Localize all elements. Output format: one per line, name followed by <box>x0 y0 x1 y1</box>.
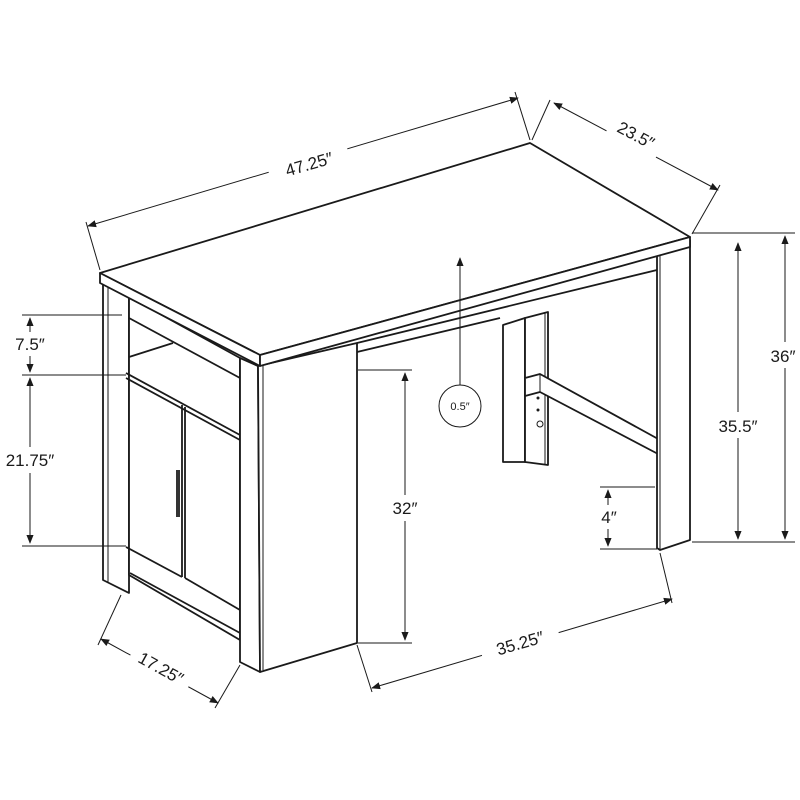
right-front-leg <box>656 239 691 551</box>
rear-legs <box>502 311 549 466</box>
door-height-label: 21.75″ <box>6 451 55 470</box>
dim-heights-left: 7.5″ 21.75″ <box>0 314 126 547</box>
dim-width: 47.25″ <box>85 91 531 271</box>
dim-knee-width: 35.25″ <box>356 552 673 693</box>
shelf-opening-label: 7.5″ <box>15 335 45 354</box>
door-handle <box>176 470 180 517</box>
dim-heights-right: 36″ 35.5″ <box>692 232 800 543</box>
total-height-label: 36″ <box>771 347 796 366</box>
dim-stretcher: 4″ <box>594 486 657 550</box>
table-top <box>99 142 691 367</box>
knee-height-label: 32″ <box>393 499 418 518</box>
leg-height-label: 35.5″ <box>718 417 757 436</box>
stretcher-label: 4″ <box>601 508 616 527</box>
cabinet <box>102 282 358 673</box>
dim-top-thickness: 0.5″ <box>438 257 482 428</box>
dim-knee-height: 32″ <box>358 369 425 644</box>
top-thickness-label: 0.5″ <box>450 401 469 413</box>
